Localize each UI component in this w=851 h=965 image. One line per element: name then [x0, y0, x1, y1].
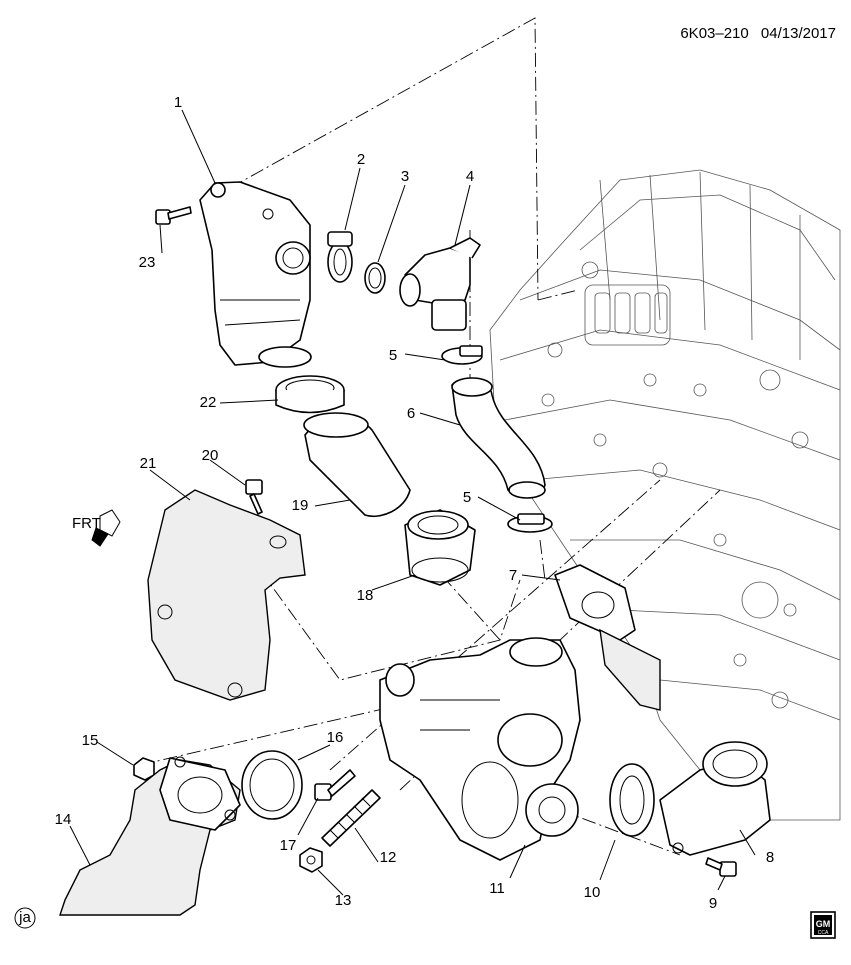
callout-20: 20	[202, 447, 219, 464]
callout-22: 22	[200, 394, 217, 411]
callout-5-upper: 5	[389, 347, 397, 364]
callout-2: 2	[357, 151, 365, 168]
part-13-nut	[299, 847, 323, 873]
gm-logo-subtext: CCA	[818, 930, 829, 936]
callout-7: 7	[509, 567, 517, 584]
callout-6: 6	[407, 405, 415, 422]
part-1-outlet-housing	[199, 181, 312, 368]
diagram-date: 04/13/2017	[761, 25, 836, 42]
callout-8: 8	[766, 849, 774, 866]
callout-16: 16	[327, 729, 344, 746]
part-4-valve	[399, 237, 481, 331]
part-20-bolt	[245, 479, 263, 515]
engine-block-illustration	[489, 169, 841, 821]
part-9-bolt	[705, 857, 737, 877]
gm-logo: GM CCA	[810, 911, 836, 939]
part-3-o-ring	[364, 262, 386, 294]
callout-14: 14	[55, 811, 72, 828]
callout-17: 17	[280, 837, 297, 854]
callout-19: 19	[292, 497, 309, 514]
callout-13: 13	[335, 892, 352, 909]
part-19-intake-hose	[303, 412, 411, 517]
front-direction-arrow: FRT	[72, 509, 121, 547]
diagram-code: 6K03–210	[680, 25, 748, 42]
callout-12: 12	[380, 849, 397, 866]
callout-3: 3	[401, 168, 409, 185]
part-21-heat-shield	[147, 489, 306, 701]
part-12-stud	[321, 789, 381, 847]
gm-logo-text: GM	[816, 919, 831, 929]
part-18-coupler	[404, 509, 476, 586]
part-7-gasket	[554, 564, 661, 711]
front-label: FRT	[72, 515, 101, 532]
part-11-turbocharger	[379, 637, 581, 861]
callout-11: 11	[489, 880, 505, 897]
part-16-gasket-ring	[241, 750, 303, 820]
corner-mark: ja	[14, 907, 36, 929]
part-2-clamp	[327, 231, 353, 283]
callout-9: 9	[709, 895, 717, 912]
corner-mark-text: ja	[18, 909, 31, 926]
callout-18: 18	[357, 587, 374, 604]
part-8-outlet-elbow	[659, 741, 771, 856]
callout-23: 23	[139, 254, 156, 271]
part-17-bolt	[314, 769, 356, 801]
callout-labels: 1 2 3 4 5 5 6 7 8 9 10 11 12 13 14 15 16…	[55, 94, 775, 912]
callout-1: 1	[174, 94, 182, 111]
part-14-exhaust-manifold	[59, 756, 241, 916]
callout-15: 15	[82, 732, 99, 749]
part-10-gasket	[609, 763, 655, 837]
callout-4: 4	[466, 168, 474, 185]
part-6-hose	[451, 377, 546, 499]
callout-10: 10	[584, 884, 601, 901]
diagram-header: 6K03–210 04/13/2017	[680, 25, 836, 42]
callout-5-lower: 5	[463, 489, 471, 506]
leader-lines	[69, 109, 756, 896]
part-23-bolt	[155, 206, 192, 225]
callout-21: 21	[140, 455, 157, 472]
part-5-hose-clamp-upper	[441, 345, 483, 365]
part-22-clamp	[275, 375, 345, 414]
